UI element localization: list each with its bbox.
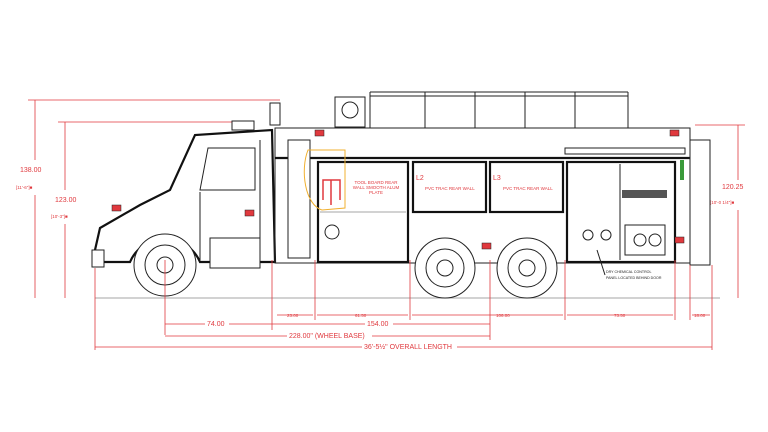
compartment-l2[interactable] <box>411 160 488 214</box>
dim-18: 18.00 <box>694 313 706 318</box>
overall-height-value: 138.00 <box>20 167 42 174</box>
dim-106: 106.00 <box>496 313 510 318</box>
height-dimension-cab: 123.00 [10'-3"]■ <box>51 121 240 298</box>
ladder-rack <box>269 91 629 128</box>
height-dimension-body: 120.25 [10'-0 1/4"]■ <box>695 124 745 298</box>
dim-23: 23.00 <box>287 313 299 318</box>
dim-73-5: 73.50 <box>614 313 626 318</box>
l1-note-box: TOOL BOARD REAR WALL SMOOTH ALUM PLATE <box>352 180 400 196</box>
height-dimension-overall: 138.00 [11'-6"]■ <box>16 99 280 298</box>
l2-note: PVC TRAC REAR WALL <box>425 186 475 191</box>
compartment-l3[interactable] <box>488 160 565 214</box>
dim-74: 74.00 <box>207 321 225 328</box>
l2-label: L2 <box>416 175 424 182</box>
l3-label: L3 <box>493 175 501 182</box>
body-height-imperial: [10'-0 1/4"]■ <box>710 200 734 205</box>
callout-line1: DRY CHEMICAL CONTROL <box>606 270 651 274</box>
cab-height-imperial: [10'-3"]■ <box>51 214 68 219</box>
cab-height-value: 123.00 <box>55 197 77 204</box>
body-height-value: 120.25 <box>722 184 744 191</box>
callout-line2: PANEL LOCATED BEHIND DOOR <box>606 276 662 280</box>
cab <box>91 120 277 297</box>
l1-note: TOOL BOARD REAR WALL SMOOTH ALUM PLATE <box>352 180 400 196</box>
compartment-l1[interactable] <box>316 160 410 264</box>
dim-154: 154.00 <box>367 321 389 328</box>
pump-panel <box>565 160 677 264</box>
l3-note: PVC TRAC REAR WALL <box>503 186 553 191</box>
wheel-base-dimension: 228.00" (WHEEL BASE) <box>289 333 365 340</box>
dim-61-5: 61.50 <box>355 313 367 318</box>
body: TOOL BOARD REAR WALL SMOOTH ALUM PLATE L… <box>274 127 711 299</box>
overall-length-dimension: 36'-5½" OVERALL LENGTH <box>364 343 452 351</box>
overall-height-imperial: [11'-6"]■ <box>16 185 33 190</box>
green-marker <box>680 160 684 180</box>
length-dimensions: 23.00 61.50 106.00 73.50 18.00 74.00 154… <box>94 260 713 351</box>
